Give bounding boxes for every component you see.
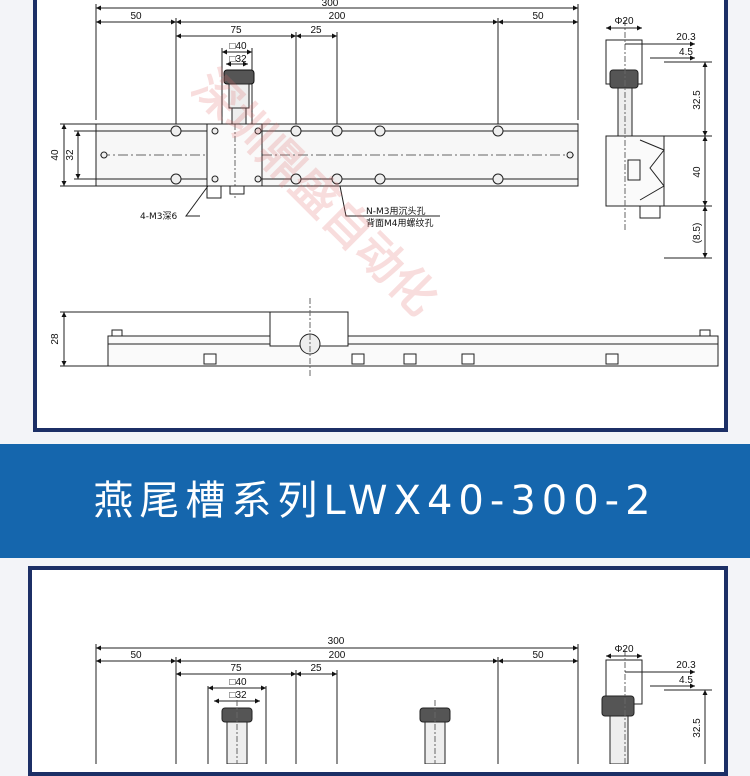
dim-carriage-40-b: □40 [229, 677, 247, 688]
dim-4-5: 4.5 [679, 47, 693, 58]
banner-title: 燕尾槽系列LWX40-300-2 [93, 478, 657, 524]
dim-8-5: (8.5) [692, 223, 703, 244]
dim-4-5-b: 4.5 [679, 675, 693, 686]
dim-32-5-b: 32.5 [692, 718, 703, 738]
dim-middle-200: 200 [329, 11, 346, 22]
dim-left-50: 50 [130, 11, 142, 22]
top-view [60, 4, 719, 378]
dim-20-3-b: 20.3 [676, 660, 696, 671]
dim-phi20-b: Φ20 [614, 644, 634, 655]
note-m4: 背面M4用螺纹孔 [366, 217, 434, 229]
dim-carriage-32-b: □32 [229, 690, 247, 701]
watermark: 深圳鼎盛自动化 [182, 60, 448, 326]
dim-overall-300: 300 [322, 0, 339, 9]
dim-height-32: 32 [65, 149, 76, 161]
dim-20-3: 20.3 [676, 32, 696, 43]
dim-25-b: 25 [310, 663, 322, 674]
dim-height-40: 40 [50, 149, 61, 161]
dim-32-5: 32.5 [692, 90, 703, 110]
dim-right-50-b: 50 [532, 650, 544, 661]
dim-75: 75 [230, 25, 242, 36]
bottom-view [95, 644, 712, 764]
dim-overall-300-b: 300 [328, 636, 345, 647]
dim-25: 25 [310, 25, 322, 36]
dim-right-50: 50 [532, 11, 544, 22]
dim-left-50-b: 50 [130, 650, 142, 661]
dim-side-40: 40 [692, 166, 703, 178]
title-banner: 燕尾槽系列LWX40-300-2 [0, 444, 750, 558]
dim-phi20: Φ20 [614, 16, 634, 27]
dim-75-b: 75 [230, 663, 242, 674]
dim-carriage-32: □32 [229, 54, 247, 65]
dim-carriage-40: □40 [229, 41, 247, 52]
note-4-m3: 4-M3深6 [140, 211, 177, 222]
note-n-m3: N-M3用沉头孔 [366, 206, 425, 217]
dim-front-28: 28 [50, 333, 61, 345]
dim-middle-200-b: 200 [329, 650, 346, 661]
